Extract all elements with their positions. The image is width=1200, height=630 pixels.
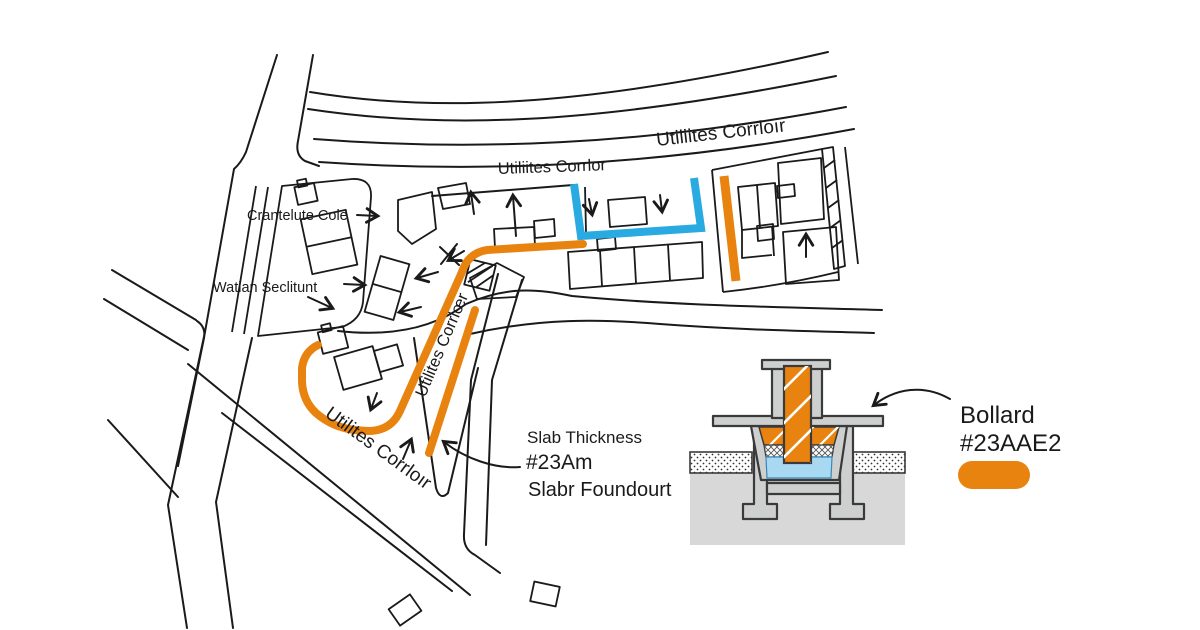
road-line — [167, 331, 206, 629]
slab-annotation-line3: Slabr Foundourt — [528, 479, 672, 501]
corridor-label-mid: Utiliites Corrlor — [498, 156, 607, 178]
block-outline — [257, 178, 372, 337]
building — [737, 182, 779, 231]
slab-annotation: Slab Thickness #23Am Slabr Foundourt — [441, 428, 672, 501]
flow-arrows — [307, 189, 815, 460]
building — [529, 580, 561, 608]
bollard-legend-title: Bollard — [960, 402, 1035, 429]
arrow-up-icon — [399, 436, 415, 460]
building-row — [567, 241, 704, 290]
bollard-legend-code: #23AAE2 — [960, 430, 1061, 457]
building — [363, 255, 411, 321]
slab-annotation-line1: Slab Thickness — [527, 428, 642, 447]
street-label-2: Watian Seclitunt — [213, 280, 317, 296]
arrow-left-icon — [396, 301, 422, 318]
road-line — [413, 337, 479, 498]
block-right — [711, 146, 859, 293]
building — [299, 208, 359, 276]
road-line — [177, 320, 206, 467]
bollard-leader-arrow — [871, 388, 951, 408]
crossed-arrow-icon — [439, 243, 465, 266]
section-stipple-texture — [845, 452, 905, 473]
road-network — [103, 51, 883, 629]
wall-hatch — [823, 159, 844, 249]
building — [777, 157, 825, 225]
building — [776, 183, 796, 199]
street-label-1: Crantelute Cole — [247, 208, 348, 224]
corridor-blue-highlight[interactable] — [570, 177, 706, 241]
building — [533, 218, 556, 239]
block-outline — [844, 146, 859, 265]
corridor-orange-segment-2[interactable] — [425, 306, 479, 457]
building — [782, 226, 840, 285]
block-upper-left — [231, 177, 372, 337]
road-line — [431, 184, 574, 197]
road-line — [462, 273, 501, 574]
building — [387, 593, 423, 627]
building — [397, 191, 437, 245]
road-line — [318, 128, 855, 168]
road-line — [215, 337, 253, 629]
corridor-label-bottom: Utilites Corrloır — [321, 403, 436, 494]
road-line — [111, 269, 197, 321]
road-line — [313, 106, 847, 146]
section-crossbar — [765, 481, 842, 496]
bollard-legend-swatch — [958, 461, 1030, 489]
corridor-label-top: Utiliites Corrloır — [655, 115, 787, 151]
arrow-right-icon — [356, 207, 381, 224]
retaining-wall — [821, 146, 846, 270]
arrow-down-right-icon — [307, 296, 336, 312]
section-leg-right — [828, 424, 866, 521]
arrow-down-icon — [581, 198, 599, 218]
section-bollard-post — [782, 364, 813, 465]
lane-line — [231, 185, 257, 333]
bollard-legend: Bollard #23AAE2 — [871, 388, 1061, 489]
road-line — [221, 412, 453, 592]
building — [756, 223, 775, 242]
building-divider — [756, 184, 761, 229]
building-wall — [584, 186, 587, 233]
block-outline — [722, 271, 839, 293]
building-divider — [599, 244, 671, 287]
arrow-up-icon — [464, 189, 481, 215]
road-line — [296, 54, 320, 167]
arrow-down-icon — [652, 194, 669, 215]
road-line — [337, 289, 883, 334]
building — [333, 343, 404, 391]
road-line — [107, 419, 179, 498]
corridor-orange-segment-3[interactable] — [719, 175, 741, 282]
block-bottom-small — [387, 580, 561, 627]
building — [607, 196, 648, 228]
road-line — [187, 363, 471, 596]
block-outline — [711, 148, 823, 171]
bollard-cross-section — [689, 358, 906, 545]
building — [316, 322, 350, 355]
building-wall — [741, 225, 775, 259]
road-line — [307, 75, 837, 122]
arrow-up-icon — [505, 192, 522, 237]
road-line — [485, 279, 523, 546]
arrow-down-icon — [366, 392, 383, 413]
slab-leader-arrow — [441, 439, 521, 469]
corridor-orange-main[interactable] — [298, 240, 587, 435]
arrow-left-icon — [413, 267, 439, 284]
building — [293, 177, 319, 206]
building — [469, 262, 525, 300]
road-line — [103, 298, 189, 351]
road-line — [469, 319, 875, 335]
section-post-stripes — [784, 366, 811, 463]
lane-line — [243, 186, 269, 335]
section-stipple-texture — [690, 452, 752, 473]
block-outline — [711, 169, 724, 293]
slab-annotation-line2: #23Am — [526, 451, 593, 474]
arrow-right-icon — [343, 276, 368, 293]
road-line — [309, 51, 829, 105]
road-line — [204, 54, 278, 333]
